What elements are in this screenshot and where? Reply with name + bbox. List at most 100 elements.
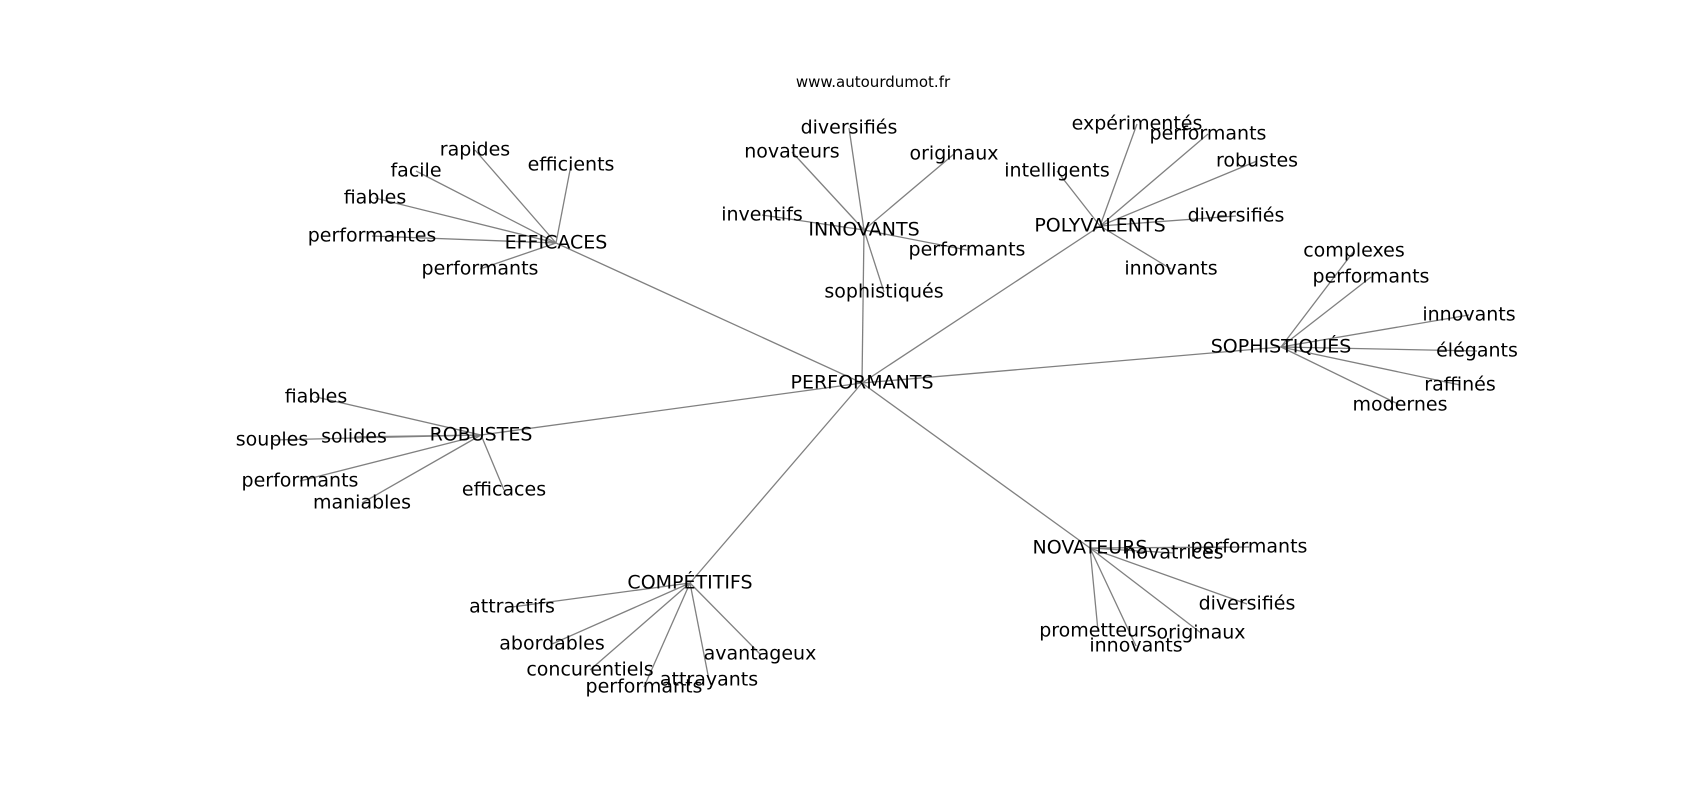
edge-novateurs-word [1089,547,1202,634]
word-node[interactable]: facile [390,160,441,182]
word-node[interactable]: diversifiés [801,117,898,139]
edge-sophistiques-word [1280,346,1478,352]
edge-competitifs-word [689,582,761,655]
edge-competitifs-word [551,582,691,645]
word-node[interactable]: innovants [1422,304,1515,326]
edge-polyvalents-word [1099,215,1237,227]
word-node[interactable]: attrayants [660,669,758,691]
edge-robustes-word [361,434,482,504]
word-node[interactable]: avantageux [704,643,817,665]
word-node[interactable]: performants [422,258,539,280]
site-watermark: www.autourdumot.fr [796,73,951,91]
edge-polyvalents-word [1099,160,1258,227]
edge-center-innovants [861,229,865,384]
edge-novateurs-word [1089,547,1248,605]
edge-sophistiques-word [1280,276,1372,348]
word-node[interactable]: innovants [1124,258,1217,280]
word-node[interactable]: complexes [1303,240,1405,262]
edge-sophistiques-word [1280,314,1470,348]
edge-competitifs-word [589,582,691,671]
word-node[interactable]: diversifiés [1199,593,1296,615]
word-node[interactable]: performants [1191,536,1308,558]
hub-node-sophistiques[interactable]: SOPHISTIQUÉS [1211,335,1352,358]
word-node[interactable]: performants [242,470,359,492]
word-node[interactable]: sophistiqués [824,281,943,303]
word-node[interactable]: attractifs [469,596,555,618]
edge-center-sophistiques [861,346,1282,384]
edge-polyvalents-word [1099,133,1209,227]
edge-innovants-word [863,229,968,251]
word-node[interactable]: expérimentés [1072,113,1203,135]
edge-competitifs-word [511,582,691,608]
edge-efficaces-word [371,235,557,244]
word-node[interactable]: solides [321,426,387,448]
edge-center-novateurs [861,382,1091,549]
edge-center-efficaces [555,242,863,384]
hub-node-innovants[interactable]: INNOVANTS [808,219,919,241]
word-node[interactable]: robustes [1216,150,1298,172]
word-node[interactable]: performants [909,239,1026,261]
edge-center-competitifs [689,382,863,584]
word-node[interactable]: efficients [528,154,615,176]
hub-node-novateurs[interactable]: NOVATEURS [1033,537,1148,559]
word-node[interactable]: novatrices [1124,542,1223,564]
word-node[interactable]: inventifs [721,204,803,226]
word-node[interactable]: concurentiels [526,659,653,681]
word-node[interactable]: originaux [1156,622,1245,644]
edge-novateurs-word [1089,547,1175,554]
word-node[interactable]: maniables [313,492,411,514]
edge-polyvalents-word [1099,123,1138,227]
edge-innovants-word [791,151,865,231]
center-node[interactable]: PERFORMANTS [790,372,933,394]
edge-efficaces-word [555,164,572,244]
edge-center-polyvalents [861,225,1101,384]
edge-polyvalents-word [1056,170,1101,227]
hub-node-polyvalents[interactable]: POLYVALENTS [1034,215,1165,237]
edge-efficaces-word [474,149,557,244]
word-node[interactable]: souples [236,429,309,451]
word-node[interactable]: efficaces [462,479,546,501]
edge-innovants-word [848,127,865,231]
hub-node-robustes[interactable]: ROBUSTES [430,424,533,446]
edge-robustes-word [299,434,482,482]
edge-novateurs-word [1089,547,1137,647]
hub-node-efficaces[interactable]: EFFICACES [505,232,608,254]
word-node[interactable]: abordables [499,633,604,655]
edge-competitifs-word [643,582,691,688]
edge-sophistiques-word [1280,346,1401,406]
word-node[interactable]: novateurs [744,141,839,163]
word-node[interactable]: performants [1150,123,1267,145]
edge-efficaces-word [479,242,557,270]
word-node[interactable]: modernes [1353,394,1448,416]
graph-edges [271,123,1478,688]
word-node[interactable]: intelligents [1004,160,1109,182]
word-node[interactable]: diversifiés [1188,205,1285,227]
edge-novateurs-word [1089,546,1250,549]
edge-innovants-word [863,229,885,293]
word-node[interactable]: raffinés [1424,374,1495,396]
word-node[interactable]: rapides [440,139,510,161]
word-node[interactable]: performantes [308,225,437,247]
word-node[interactable]: fiables [344,187,407,209]
edge-novateurs-word [1089,547,1099,632]
word-node[interactable]: fiables [285,386,348,408]
edge-robustes-word [353,434,482,438]
edge-robustes-word [480,434,505,491]
edge-sophistiques-word [1280,250,1355,348]
word-node[interactable]: élégants [1436,340,1518,362]
word-node[interactable]: performants [586,676,703,698]
edge-competitifs-word [689,582,710,681]
edge-efficaces-word [374,197,557,244]
word-node[interactable]: innovants [1089,635,1182,657]
word-node[interactable]: originaux [909,143,998,165]
word-node[interactable]: performants [1313,266,1430,288]
word-node[interactable]: prometteurs [1039,620,1157,642]
edge-polyvalents-word [1099,225,1172,270]
edge-efficaces-word [415,170,557,244]
edge-robustes-word [315,396,482,436]
hub-node-competitifs[interactable]: COMPÉTITIFS [627,571,752,594]
edge-center-robustes [480,382,863,436]
